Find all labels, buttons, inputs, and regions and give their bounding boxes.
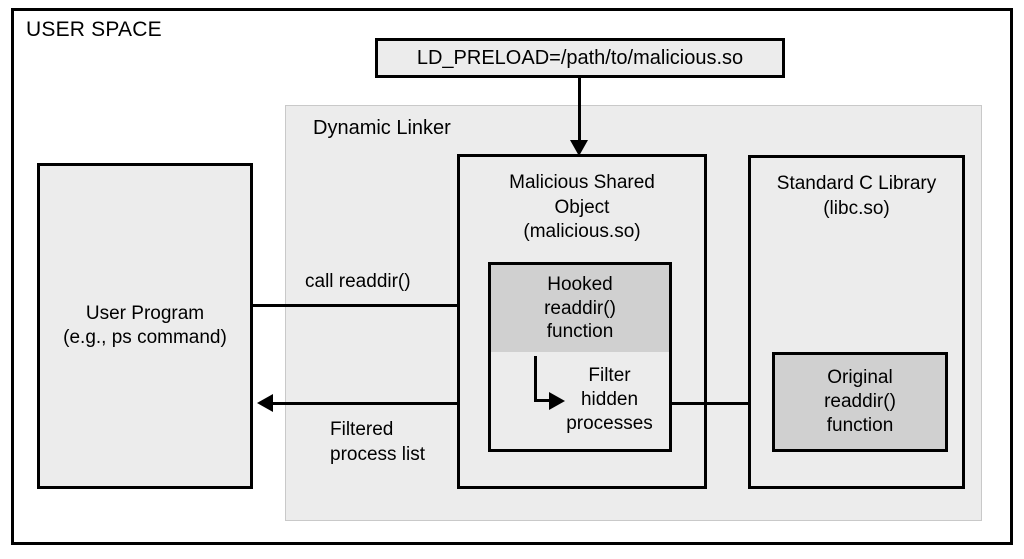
edge-filtered-list-arrowhead	[257, 394, 273, 412]
malicious-title-line-2: Object	[554, 196, 610, 218]
edge-hook-to-filter-hline	[534, 399, 552, 402]
ld-preload-text: LD_PRELOAD=/path/to/malicious.so	[416, 46, 744, 69]
filter-hidden-processes-label: Filter hidden processes	[552, 364, 667, 435]
filter-line-3: processes	[566, 412, 653, 434]
edge-call-readdir-label: call readdir()	[305, 271, 411, 292]
filter-line-1: Filter	[588, 365, 631, 386]
ld-preload-box: LD_PRELOAD=/path/to/malicious.so	[375, 38, 785, 78]
hooked-readdir-line-3: function	[546, 321, 614, 343]
libc-title-line-2: (libc.so)	[823, 197, 890, 219]
user-program-line-2: (e.g., ps command)	[63, 327, 227, 348]
edge-filtered-list-line	[273, 402, 488, 405]
hooked-readdir-block: Hooked readdir() function	[488, 262, 672, 352]
user-program-line-1: User Program	[85, 303, 205, 325]
original-readdir-line-1: Original	[827, 367, 893, 389]
filter-line-2: hidden	[580, 388, 639, 410]
edge-ldpreload-to-malicious-line	[578, 78, 581, 146]
edge-malicious-to-libc-line	[672, 402, 772, 405]
malicious-title-line-1: Malicious Shared	[509, 172, 655, 193]
edge-filtered-list-label-1: Filtered	[330, 419, 394, 440]
edge-hook-to-filter-vline	[534, 356, 537, 402]
libc-title-line-1: Standard C Library	[776, 173, 937, 194]
original-readdir-line-2: readdir()	[824, 391, 896, 413]
original-readdir-block: Original readdir() function	[772, 352, 948, 452]
standard-c-library-title: Standard C Library (libc.so)	[751, 172, 962, 221]
user-program-box: User Program (e.g., ps command)	[37, 163, 253, 489]
edge-ldpreload-to-malicious-arrowhead	[570, 140, 588, 156]
edge-call-readdir-line	[253, 304, 475, 307]
dynamic-linker-label: Dynamic Linker	[313, 117, 451, 139]
malicious-shared-object-title: Malicious Shared Object (malicious.so)	[460, 171, 704, 245]
user-space-label: USER SPACE	[26, 18, 162, 41]
hooked-readdir-line-1: Hooked	[547, 273, 613, 295]
hooked-readdir-line-2: readdir()	[544, 297, 616, 319]
edge-hook-to-filter-arrowhead	[549, 392, 565, 410]
original-readdir-line-3: function	[826, 414, 894, 436]
malicious-title-line-3: (malicious.so)	[523, 221, 641, 243]
edge-filtered-list-label-2: process list	[330, 444, 426, 465]
